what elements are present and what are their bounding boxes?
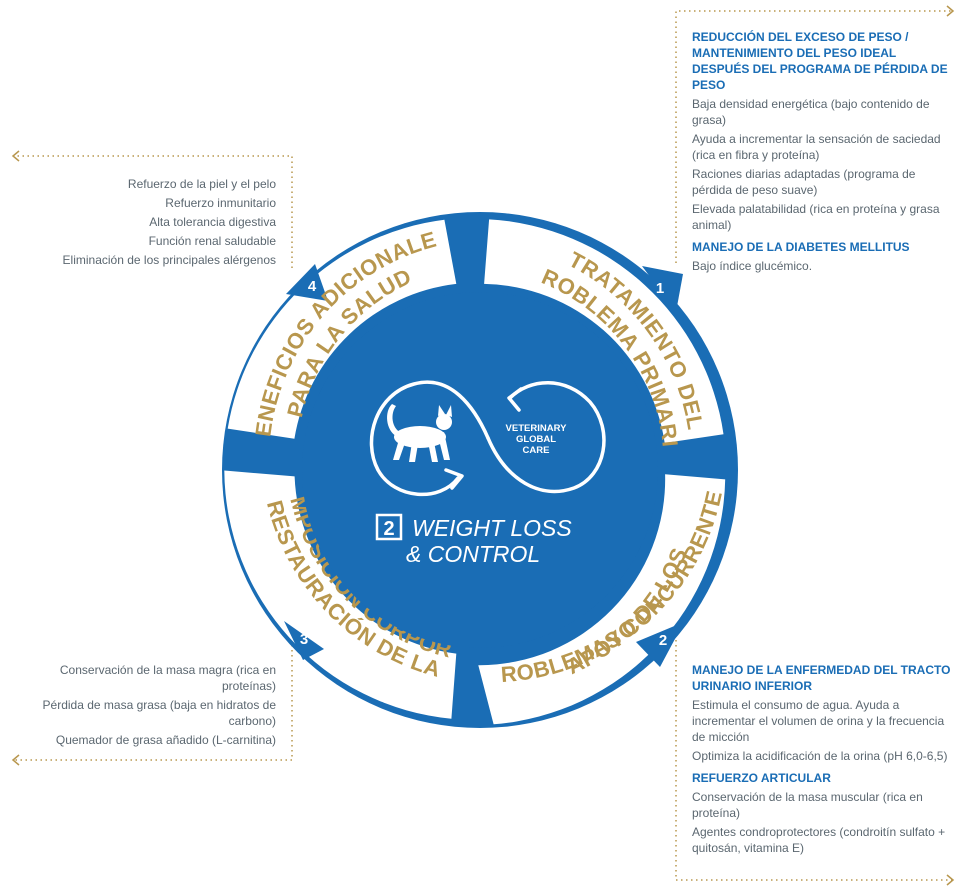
panel-item: Refuerzo de la piel y el pelo <box>127 177 276 191</box>
connector-arrowheads <box>11 5 955 886</box>
infinity-right-loop <box>486 381 606 494</box>
badge-4: 4 <box>286 264 328 301</box>
badge-3: 3 <box>284 621 324 660</box>
connector-lines <box>14 10 952 881</box>
panel-bottom-right-heading-1: MANEJO DE LA ENFERMEDAD DEL TRACTO URINA… <box>692 663 951 693</box>
panel-top-left: Refuerzo de la piel y el pelo Refuerzo i… <box>10 176 276 271</box>
panel-item: Conservación de la masa magra (rica en p… <box>59 663 276 693</box>
badge-1: 1 <box>642 266 683 312</box>
panel-bottom-right: MANEJO DE LA ENFERMEDAD DEL TRACTO URINA… <box>692 662 954 859</box>
badge-1-number: 1 <box>656 280 664 297</box>
vgc-logo-line3: CARE <box>523 445 550 456</box>
panel-item: Agentes condroprotectores (condroitín su… <box>692 825 946 855</box>
infinity-logo <box>369 380 606 497</box>
connector-bottom-right <box>675 640 952 881</box>
vgc-logo-line2: GLOBAL <box>516 434 556 445</box>
infinity-left-loop <box>369 380 490 497</box>
infinity-arrow-right-icon <box>507 387 523 412</box>
panel-item: Baja densidad energética (bajo contenido… <box>692 97 930 127</box>
segment-4 <box>227 219 457 439</box>
infinity-arrow-left-icon <box>444 468 464 490</box>
panel-bottom-left: Conservación de la masa magra (rica en p… <box>10 662 276 751</box>
panel-item: Función renal saludable <box>148 234 276 248</box>
segments <box>224 219 726 725</box>
panel-item: Optimiza la acidificación de la orina (p… <box>692 749 948 763</box>
center-title-line2: & CONTROL <box>406 541 540 567</box>
panel-item: Refuerzo inmunitario <box>165 196 276 210</box>
segment-3 <box>224 470 457 719</box>
panel-item: Bajo índice glucémico. <box>692 259 813 273</box>
vgc-logo-line1: VETERINARY <box>506 423 568 434</box>
badge-2: 2 <box>636 622 684 667</box>
panel-item: Eliminación de los principales alérgenos <box>62 253 276 267</box>
cat-icon <box>387 404 452 462</box>
segment-2 <box>478 474 726 725</box>
panel-item: Pérdida de masa grasa (baja en hidratos … <box>42 698 276 728</box>
panel-item: Estimula el consumo de agua. Ayuda a inc… <box>692 698 945 744</box>
number-badges: 1 2 3 4 <box>284 264 684 667</box>
center-circle <box>302 292 658 648</box>
arrowhead-top-right <box>946 5 955 17</box>
center-number-badge-text: 2 <box>383 518 394 540</box>
center-title-line1: WEIGHT LOSS <box>412 515 572 541</box>
arrowhead-bottom-right <box>946 874 955 886</box>
panel-item: Elevada palatabilidad (rica en proteína … <box>692 202 940 232</box>
panel-item: Quemador de grasa añadido (L-carnitina) <box>55 733 276 747</box>
badge-2-number: 2 <box>659 632 667 649</box>
center-number-badge <box>375 513 403 541</box>
panel-top-right-heading-2: MANEJO DE LA DIABETES MELLITUS <box>692 240 910 254</box>
panel-item: Alta tolerancia digestiva <box>149 215 276 229</box>
arrowhead-bottom-left <box>11 754 20 766</box>
panel-item: Ayuda a incrementar la sensación de saci… <box>692 132 941 162</box>
panel-top-right: REDUCCIÓN DEL EXCESO DE PESO / MANTENIMI… <box>692 29 954 277</box>
panel-item: Conservación de la masa muscular (rica e… <box>692 790 923 820</box>
panel-item: Raciones diarias adaptadas (programa de … <box>692 167 916 197</box>
panel-bottom-right-heading-2: REFUERZO ARTICULAR <box>692 771 831 785</box>
connector-bottom-left <box>14 640 293 761</box>
segment-1 <box>484 219 724 443</box>
panel-top-right-heading-1: REDUCCIÓN DEL EXCESO DE PESO / MANTENIMI… <box>692 30 948 92</box>
arrowhead-top-left <box>11 150 20 162</box>
badge-4-number: 4 <box>308 278 317 295</box>
badge-3-number: 3 <box>300 631 308 648</box>
connector-top-right <box>675 10 952 263</box>
